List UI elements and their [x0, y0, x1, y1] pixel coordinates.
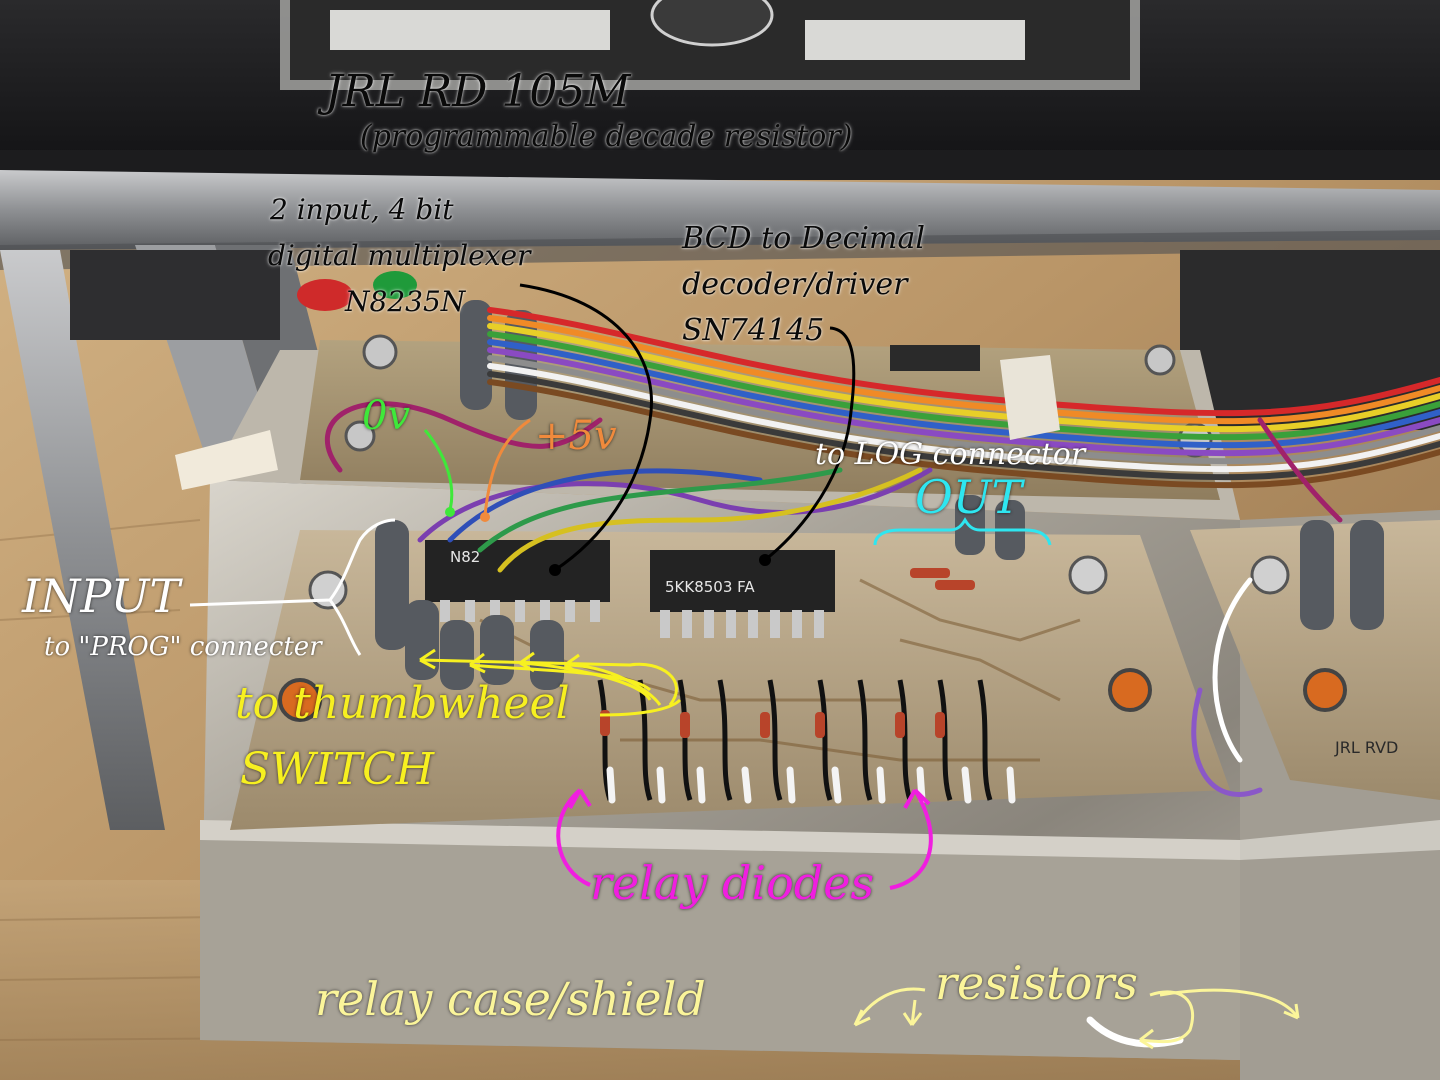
- mux-chip-marking: N82: [450, 548, 481, 566]
- relay-case-annotation: relay case/shield: [315, 972, 706, 1026]
- prog-connector-annotation: to "PROG" connecter: [44, 632, 322, 662]
- out-annotation: OUT: [915, 470, 1023, 524]
- log-connector-annotation: to LOG connector: [815, 437, 1086, 472]
- mux-label-line3: N8235N: [345, 285, 466, 318]
- diode-row: [597, 679, 1016, 804]
- relay-diodes-annotation: relay diodes: [590, 856, 875, 910]
- resistors-annotation: resistors: [935, 956, 1138, 1010]
- plus-five-volt-annotation: +5v: [535, 413, 617, 459]
- decoder-label-line3: SN74145: [682, 313, 825, 348]
- decoder-label-line1: BCD to Decimal: [682, 221, 925, 256]
- input-annotation: INPUT: [22, 569, 181, 623]
- mux-label-line1: 2 input, 4 bit: [270, 193, 454, 226]
- decoder-chip-marking: 5KK8503 FA: [665, 578, 755, 596]
- thumbwheel-annotation-line2: SWITCH: [240, 744, 435, 795]
- title-annotation: JRL RD 105M: [325, 66, 631, 117]
- thumbwheel-annotation-line1: to thumbwheel: [235, 678, 570, 729]
- zero-volt-annotation: 0v: [362, 393, 411, 439]
- subtitle-annotation: (programmable decade resistor): [360, 119, 853, 154]
- decoder-chip-body: [650, 550, 835, 638]
- board-label: JRL RVD: [1335, 738, 1399, 757]
- mux-label-line2: digital multiplexer: [268, 239, 531, 272]
- decoder-label-line2: decoder/driver: [682, 267, 908, 302]
